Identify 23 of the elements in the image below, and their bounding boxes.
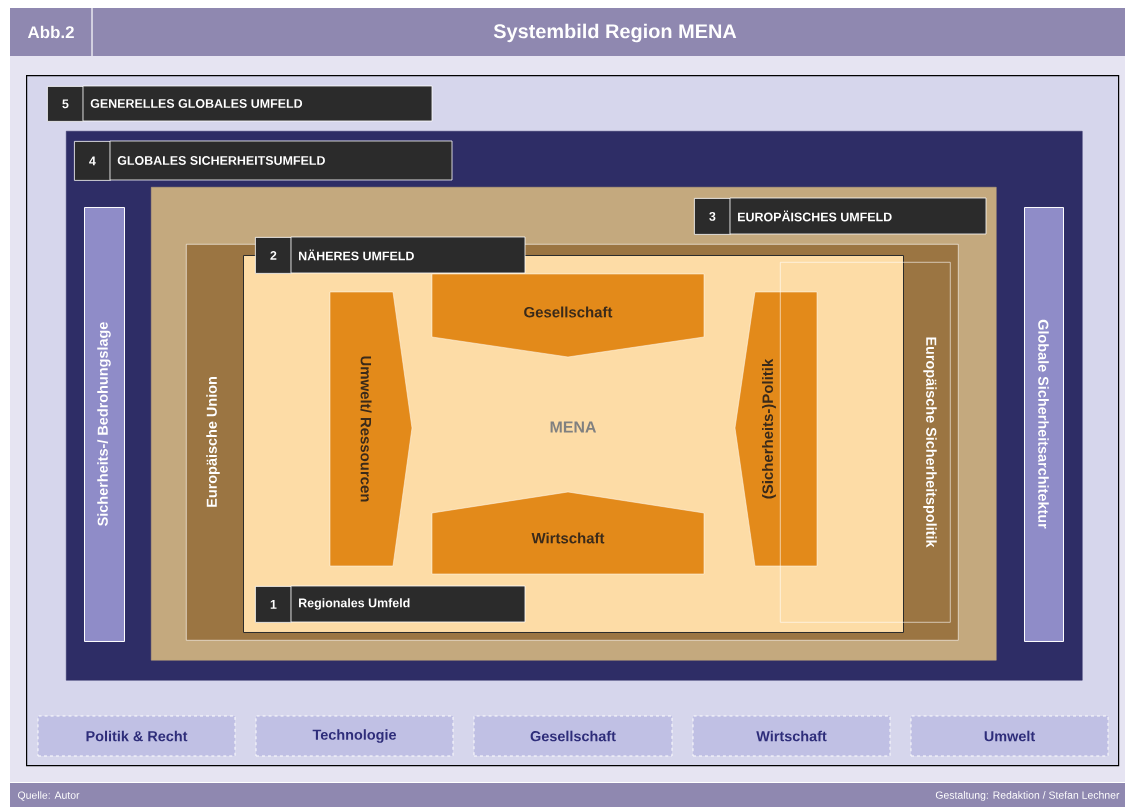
- source-note: Quelle: Autor: [18, 791, 80, 801]
- number-tag: 2: [255, 237, 292, 274]
- band-label: Europäische Union: [206, 377, 220, 507]
- factor-box: Gesellschaft: [473, 715, 673, 757]
- title: Systembild Region MENA: [493, 23, 737, 43]
- band-label: Europäische Sicherheitspolitik: [923, 337, 937, 548]
- arrow-block: Umwelt/ Ressourcen: [329, 291, 413, 567]
- figure-number: Abb.2: [27, 25, 74, 39]
- number-tag: 3: [694, 198, 731, 235]
- arrow-block: (Sicherheits-)Politik: [734, 291, 818, 567]
- side-bar: Globale Sicherheitsarchitektur: [1024, 207, 1064, 642]
- factor-box: Technologie: [255, 715, 454, 757]
- side-bar: Sicherheits-/ Bedrohungslage: [84, 207, 125, 642]
- factor-box: Politik & Recht: [37, 715, 236, 757]
- number-tag: 5: [47, 86, 84, 122]
- factor-box: Umwelt: [910, 715, 1109, 757]
- arrow-block: Wirtschaft: [431, 491, 705, 575]
- arrow-block: Gesellschaft: [431, 273, 705, 358]
- factor-box: Wirtschaft: [692, 715, 891, 757]
- number-tag: 1: [255, 586, 292, 623]
- number-tag: 4: [74, 141, 111, 181]
- center-label: MENA: [550, 421, 597, 433]
- credit-note: Gestaltung: Redaktion / Stefan Lechner: [935, 791, 1120, 801]
